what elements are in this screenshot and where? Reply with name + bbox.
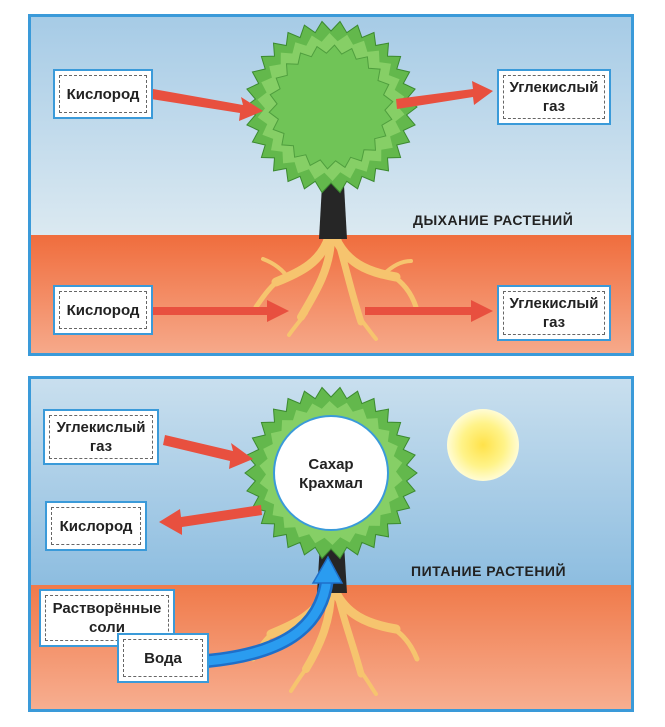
crown-sugar-starch-text: Сахар Крахмал	[299, 456, 363, 492]
respiration-caption: ДЫХАНИЕ РАСТЕНИЙ	[413, 212, 574, 228]
crown-inner	[268, 44, 394, 170]
co2-soil-label: Углекислый газ	[497, 285, 611, 341]
co2-air-label: Углекислый газ	[497, 69, 611, 125]
oxygen-soil-label: Кислород	[53, 285, 153, 335]
arrow-soil-oxygen-to-roots	[153, 300, 289, 322]
arrow-co2-to-tree	[163, 435, 253, 469]
arrow-water-up	[206, 555, 344, 668]
respiration-panel: Кислород Углекислый газ ДЫХАНИЕ РАСТЕНИЙ…	[28, 14, 634, 356]
sun	[447, 409, 519, 481]
arrow-tree-to-oxygen	[159, 505, 262, 535]
arrow-oxygen-to-tree	[151, 89, 263, 121]
co2-label: Углекислый газ	[43, 409, 159, 465]
crown-center	[273, 415, 389, 531]
arrow-tree-to-co2	[396, 81, 493, 109]
arrow-roots-to-soil-co2	[365, 300, 493, 322]
water-label: Вода	[117, 633, 209, 683]
roots	[253, 232, 419, 341]
nutrition-panel: Углекислый газ Кислород Сахар Крахмал ПИ…	[28, 376, 634, 712]
oxygen-label: Кислород	[45, 501, 147, 551]
oxygen-air-label: Кислород	[53, 69, 153, 119]
nutrition-caption: ПИТАНИЕ РАСТЕНИЙ	[411, 563, 567, 579]
